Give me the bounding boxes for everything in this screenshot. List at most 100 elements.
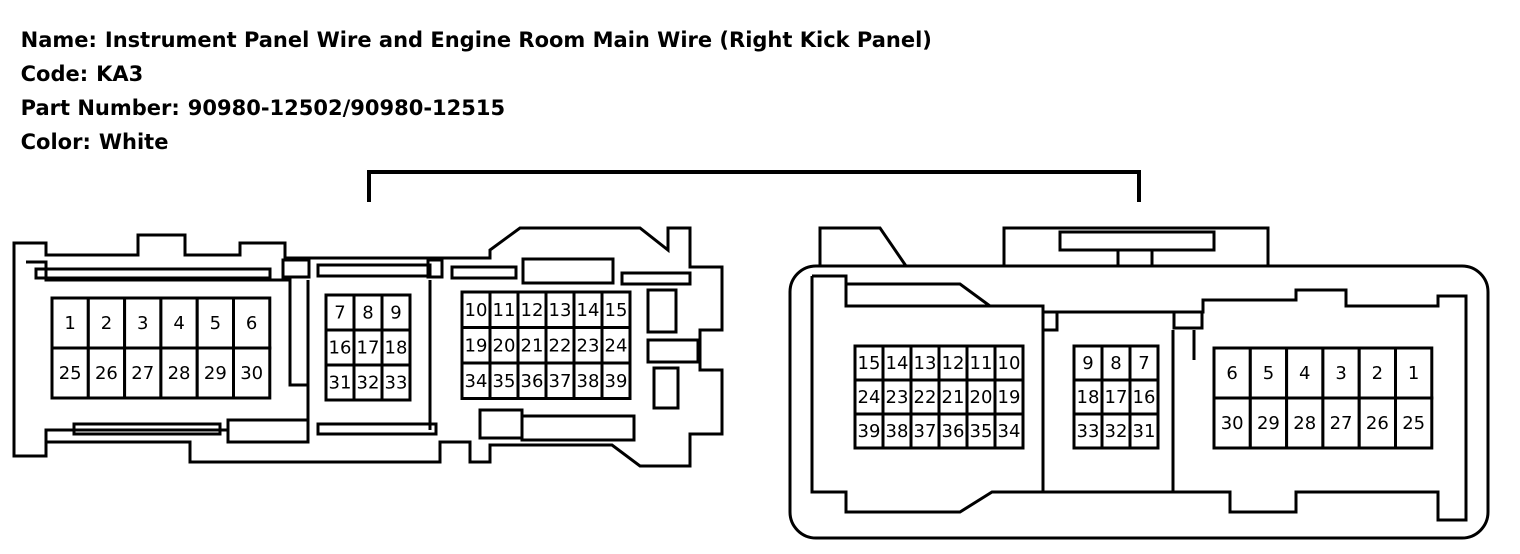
- right-pin-cell-17: [1100, 378, 1132, 416]
- right-pin-label-27: 27: [1330, 413, 1353, 434]
- right-inner-frame: [810, 274, 1468, 522]
- left-bottom-notch: [478, 408, 524, 440]
- right-notch-2: [1172, 310, 1204, 330]
- code-value: KA3: [96, 62, 144, 86]
- right-pin-cell-25: [1394, 396, 1434, 450]
- left-pin-label-7: 7: [334, 303, 345, 324]
- left-pin-label-39: 39: [605, 371, 628, 392]
- left-pin-cell-13: [544, 290, 576, 329]
- right-pin-label-39: 39: [858, 421, 881, 442]
- left-pin-label-35: 35: [493, 371, 516, 392]
- left-pin-cell-34: [460, 361, 492, 400]
- left-pin-label-1: 1: [64, 313, 75, 334]
- left-pin-label-19: 19: [465, 335, 488, 356]
- right-pin-cell-6: [1212, 346, 1252, 400]
- left-top-notch-1: [281, 258, 311, 279]
- right-pin-label-24: 24: [858, 387, 881, 408]
- left-pin-label-38: 38: [577, 371, 600, 392]
- right-pin-label-37: 37: [914, 421, 937, 442]
- right-pin-label-19: 19: [998, 387, 1021, 408]
- right-pin-cell-9: [1072, 344, 1104, 382]
- color-value: White: [98, 130, 169, 154]
- right-pin-label-30: 30: [1221, 413, 1244, 434]
- left-pin-cell-1: [50, 296, 90, 350]
- left-pin-label-16: 16: [329, 338, 352, 359]
- right-pin-label-4: 4: [1299, 363, 1310, 384]
- name-label: Name:: [20, 28, 97, 52]
- info-code-line: Code: KA3: [6, 38, 144, 86]
- left-pin-label-28: 28: [168, 363, 191, 384]
- left-pin-cell-26: [86, 346, 127, 400]
- left-pin-label-32: 32: [357, 373, 380, 394]
- left-pin-label-8: 8: [362, 303, 373, 324]
- left-pin-label-5: 5: [210, 313, 221, 334]
- left-pin-cell-29: [195, 346, 235, 400]
- right-pin-label-9: 9: [1082, 353, 1093, 374]
- left-pin-label-27: 27: [131, 363, 154, 384]
- right-pin-label-28: 28: [1293, 413, 1316, 434]
- left-pin-cell-24: [600, 326, 632, 365]
- right-pin-label-36: 36: [942, 421, 965, 442]
- left-bottom-rail-3: [316, 422, 438, 436]
- right-pin-label-31: 31: [1133, 421, 1156, 442]
- right-pin-label-35: 35: [970, 421, 993, 442]
- left-top-rail-3: [450, 265, 518, 280]
- left-pin-label-33: 33: [385, 373, 408, 394]
- left-pin-label-10: 10: [465, 300, 488, 321]
- right-pin-cell-34: [993, 412, 1025, 450]
- right-pin-cell-4: [1285, 346, 1325, 400]
- left-pin-label-36: 36: [521, 371, 544, 392]
- part-number-value: 90980-12502/90980-12515: [187, 96, 506, 120]
- right-pin-label-34: 34: [998, 421, 1021, 442]
- right-pin-cell-2: [1357, 346, 1397, 400]
- left-pin-label-29: 29: [204, 363, 227, 384]
- left-pin-label-12: 12: [521, 300, 544, 321]
- right-pin-label-23: 23: [886, 387, 909, 408]
- info-color-line: Color:White: [6, 106, 169, 154]
- right-pin-label-12: 12: [942, 353, 965, 374]
- left-pin-cell-36: [516, 361, 548, 400]
- right-top-latch-tab: [1116, 248, 1154, 268]
- left-top-rail-2: [316, 263, 432, 278]
- left-top-rail-4: [521, 257, 615, 285]
- info-part-line: Part Number: 90980-12502/90980-12515: [6, 72, 505, 120]
- right-pin-cell-30: [1212, 396, 1252, 450]
- left-pin-label-22: 22: [549, 335, 572, 356]
- right-pin-label-2: 2: [1372, 363, 1383, 384]
- right-pin-label-11: 11: [970, 353, 993, 374]
- right-pin-label-6: 6: [1226, 363, 1237, 384]
- left-connector-outline: [12, 226, 724, 468]
- left-pin-cell-6: [232, 296, 272, 350]
- right-pin-label-1: 1: [1408, 363, 1419, 384]
- left-pin-label-6: 6: [246, 313, 257, 334]
- right-pin-label-38: 38: [886, 421, 909, 442]
- left-pin-cell-30: [232, 346, 272, 400]
- right-top-housing: [818, 226, 1270, 267]
- left-pin-label-17: 17: [357, 338, 380, 359]
- right-pin-cell-31: [1128, 412, 1160, 450]
- left-pin-cell-27: [123, 346, 163, 400]
- right-pin-cell-32: [1100, 412, 1132, 450]
- left-top-rail-5: [620, 271, 692, 286]
- left-pin-label-9: 9: [390, 303, 401, 324]
- right-notch-1: [1041, 310, 1059, 332]
- right-pin-label-16: 16: [1133, 387, 1156, 408]
- right-pin-label-5: 5: [1263, 363, 1274, 384]
- code-label: Code:: [20, 62, 89, 86]
- right-pin-label-25: 25: [1402, 413, 1425, 434]
- right-pin-cell-38: [881, 412, 913, 450]
- left-pin-label-31: 31: [329, 373, 352, 394]
- left-pin-cell-3: [123, 296, 163, 350]
- part-number-label: Part Number:: [20, 96, 180, 120]
- right-pin-label-26: 26: [1366, 413, 1389, 434]
- left-pin-label-18: 18: [385, 338, 408, 359]
- right-pin-label-32: 32: [1105, 421, 1128, 442]
- right-pin-label-3: 3: [1335, 363, 1346, 384]
- right-pin-label-33: 33: [1077, 421, 1100, 442]
- left-pin-label-11: 11: [493, 300, 516, 321]
